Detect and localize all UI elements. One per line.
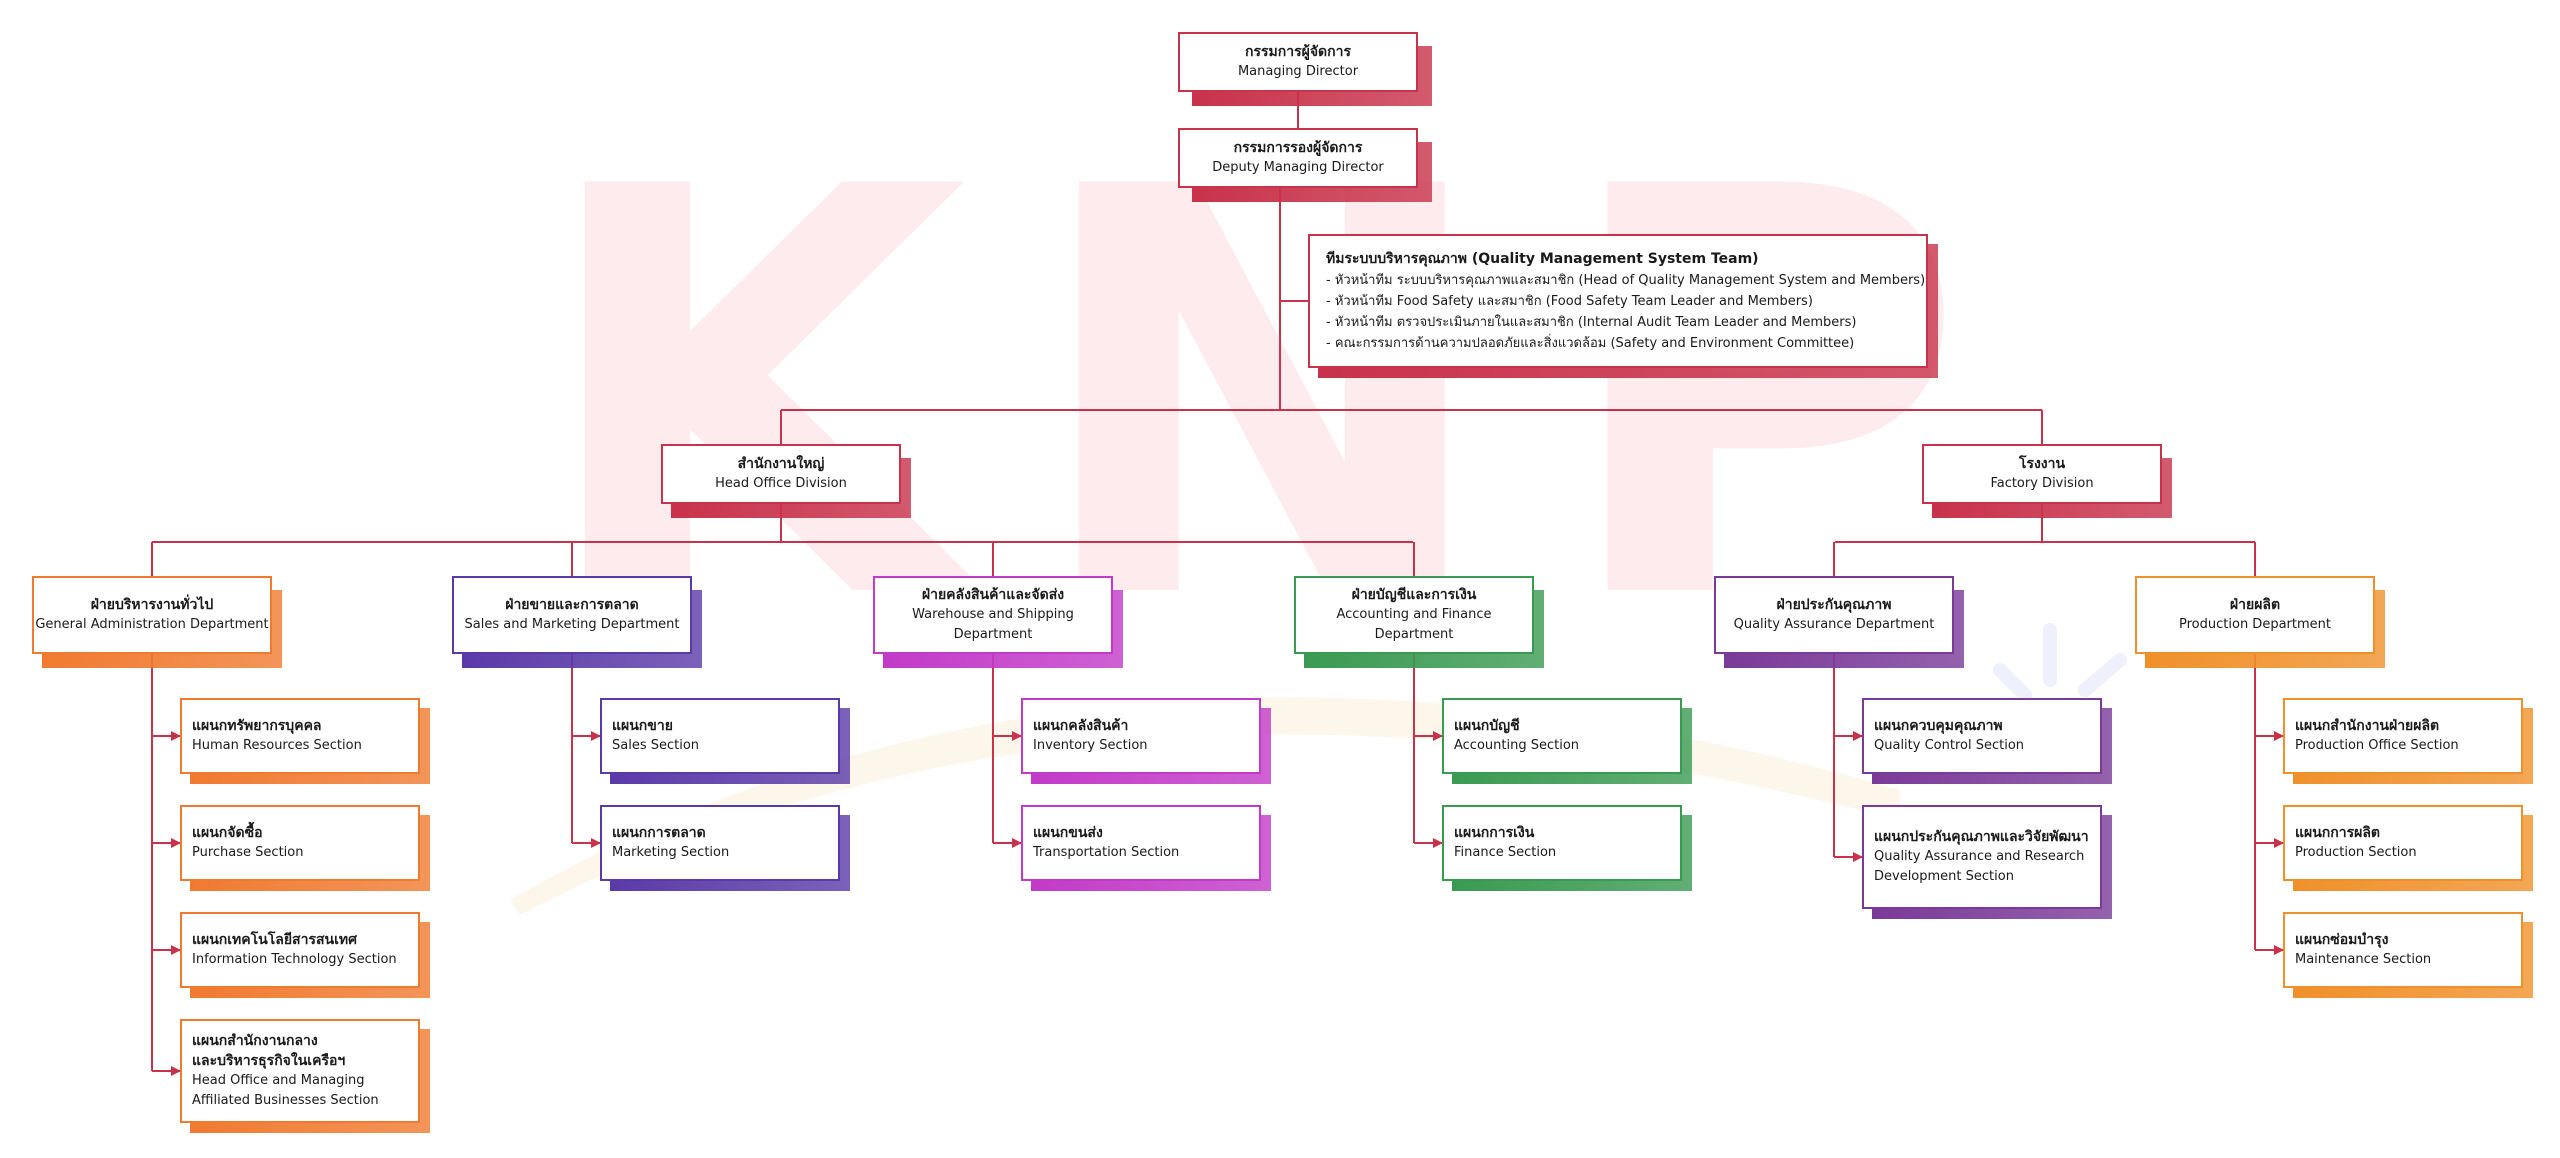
department-title-en: Quality Assurance Department bbox=[1733, 617, 1935, 632]
section-title-th: แผนกขนส่ง bbox=[1033, 825, 1103, 841]
section-title-en: Production Section bbox=[2295, 845, 2417, 860]
section-title-th: แผนกบัญชี bbox=[1454, 718, 1520, 734]
qms-item: - คณะกรรมการด้านความปลอดภัยและสิ่งแวดล้อ… bbox=[1326, 335, 1855, 351]
section-box[interactable]: แผนกขาย Sales Section bbox=[600, 698, 840, 774]
department-box-production[interactable]: ฝ่ายผลิต Production Department bbox=[2135, 576, 2375, 654]
managing-director-box[interactable]: กรรมการผู้จัดการ Managing Director bbox=[1178, 32, 1418, 92]
section-title-th: แผนกซ่อมบำรุง bbox=[2295, 932, 2389, 948]
section-title-en: Finance Section bbox=[1454, 845, 1557, 860]
section-title-en: Maintenance Section bbox=[2295, 952, 2432, 967]
section-title-en: Inventory Section bbox=[1033, 738, 1148, 753]
section-box[interactable]: แผนกสำนักงานฝ่ายผลิต Production Office Se… bbox=[2283, 698, 2523, 774]
section-title-en: Purchase Section bbox=[192, 845, 304, 860]
department-title-en: Accounting and Finance bbox=[1336, 607, 1492, 622]
section-box[interactable]: แผนกซ่อมบำรุง Maintenance Section bbox=[2283, 912, 2523, 988]
section-box[interactable]: แผนกบัญชี Accounting Section bbox=[1442, 698, 1682, 774]
department-box-general[interactable]: ฝ่ายบริหารงานทั่วไป General Administratio… bbox=[32, 576, 272, 654]
factory-en: Factory Division bbox=[1990, 476, 2094, 491]
department-box-quality[interactable]: ฝ่ายประกันคุณภาพ Quality Assurance Depart… bbox=[1714, 576, 1954, 654]
section-box[interactable]: แผนกควบคุมคุณภาพ Quality Control Section bbox=[1862, 698, 2102, 774]
decorative-sparkle bbox=[1993, 623, 2127, 702]
section-box[interactable]: แผนกประกันคุณภาพและวิจัยพัฒนา Quality Ass… bbox=[1862, 805, 2102, 909]
section-title-en: Head Office and Managing bbox=[192, 1073, 365, 1088]
section-title-en: Human Resources Section bbox=[192, 738, 362, 753]
qms-item: - หัวหน้าทีม ตรวจประเมินภายในและสมาชิก (… bbox=[1326, 314, 1857, 330]
department-title-en: Sales and Marketing Department bbox=[464, 617, 680, 632]
deputy-md-th: กรรมการรองผู้จัดการ bbox=[1233, 140, 1363, 156]
factory-box[interactable]: โรงงาน Factory Division bbox=[1922, 444, 2162, 504]
section-box[interactable]: แผนกเทคโนโลยีสารสนเทศ Information Technol… bbox=[180, 912, 420, 988]
qms-item: - หัวหน้าทีม Food Safety และสมาชิก (Food… bbox=[1326, 293, 1813, 309]
section-title-en: Quality Assurance and Research bbox=[1874, 849, 2085, 864]
section-title-th: แผนกการตลาด bbox=[612, 825, 706, 841]
section-title-en: Production Office Section bbox=[2295, 738, 2459, 753]
section-title-th: แผนกทรัพยากรบุคคล bbox=[192, 718, 322, 734]
section-title-th: แผนกเทคโนโลยีสารสนเทศ bbox=[192, 932, 357, 948]
section-title-en: Transportation Section bbox=[1033, 845, 1180, 860]
section-title-en: Quality Control Section bbox=[1874, 738, 2025, 753]
managing-director-th: กรรมการผู้จัดการ bbox=[1245, 44, 1351, 60]
section-title-th: แผนกประกันคุณภาพและวิจัยพัฒนา bbox=[1874, 829, 2089, 845]
section-box[interactable]: แผนกคลังสินค้า Inventory Section bbox=[1021, 698, 1261, 774]
section-title-th: แผนกสำนักงานฝ่ายผลิต bbox=[2295, 718, 2440, 734]
section-title-th: แผนกการผลิต bbox=[2295, 825, 2381, 841]
department-title-th: ฝ่ายคลังสินค้าและจัดส่ง bbox=[921, 587, 1065, 603]
section-title-en: Marketing Section bbox=[612, 845, 730, 860]
factory-th: โรงงาน bbox=[2018, 456, 2066, 472]
section-title-th: แผนกควบคุมคุณภาพ bbox=[1874, 718, 2003, 734]
section-box[interactable]: แผนกการเงิน Finance Section bbox=[1442, 805, 1682, 881]
department-box-accounting[interactable]: ฝ่ายบัญชีและการเงิน Accounting and Financ… bbox=[1294, 576, 1534, 654]
section-title-en: Affiliated Businesses Section bbox=[192, 1093, 379, 1108]
section-title-en: Accounting Section bbox=[1454, 738, 1580, 753]
head-office-th: สำนักงานใหญ่ bbox=[737, 456, 825, 472]
section-box[interactable]: แผนกทรัพยากรบุคคล Human Resources Section bbox=[180, 698, 420, 774]
department-box-sales[interactable]: ฝ่ายขายและการตลาด Sales and Marketing Dep… bbox=[452, 576, 692, 654]
section-box[interactable]: แผนกการตลาด Marketing Section bbox=[600, 805, 840, 881]
qms-team-box[interactable]: ทีมระบบบริหารคุณภาพ (Quality Management … bbox=[1308, 234, 1928, 368]
section-title-th: แผนกสำนักงานกลาง bbox=[192, 1033, 318, 1049]
managing-director-en: Managing Director bbox=[1237, 64, 1359, 79]
department-title-th: ฝ่ายประกันคุณภาพ bbox=[1776, 597, 1892, 613]
department-title-en: Department bbox=[1374, 627, 1454, 642]
qms-item: - หัวหน้าทีม ระบบบริหารคุณภาพและสมาชิก (… bbox=[1326, 272, 1926, 288]
deputy-md-en: Deputy Managing Director bbox=[1212, 160, 1384, 175]
deputy-md-box[interactable]: กรรมการรองผู้จัดการ Deputy Managing Direc… bbox=[1178, 128, 1418, 188]
qms-title: ทีมระบบบริหารคุณภาพ (Quality Management … bbox=[1326, 250, 1759, 267]
section-title-th: แผนกคลังสินค้า bbox=[1033, 718, 1129, 734]
section-box[interactable]: แผนกจัดซื้อ Purchase Section bbox=[180, 805, 420, 881]
section-title-th: และบริหารธุรกิจในเครือฯ bbox=[192, 1053, 346, 1069]
section-title-en: Sales Section bbox=[612, 738, 700, 753]
department-title-th: ฝ่ายบัญชีและการเงิน bbox=[1351, 587, 1477, 603]
head-office-box[interactable]: สำนักงานใหญ่ Head Office Division bbox=[661, 444, 901, 504]
section-title-th: แผนกขาย bbox=[612, 718, 673, 734]
department-title-en: Production Department bbox=[2179, 617, 2331, 632]
section-title-th: แผนกจัดซื้อ bbox=[192, 825, 263, 841]
department-title-en: General Administration Department bbox=[35, 617, 269, 632]
section-box[interactable]: แผนกการผลิต Production Section bbox=[2283, 805, 2523, 881]
department-box-warehouse[interactable]: ฝ่ายคลังสินค้าและจัดส่ง Warehouse and Shi… bbox=[873, 576, 1113, 654]
department-title-en: Department bbox=[953, 627, 1033, 642]
department-title-th: ฝ่ายบริหารงานทั่วไป bbox=[90, 597, 214, 613]
department-title-en: Warehouse and Shipping bbox=[912, 607, 1074, 622]
head-office-en: Head Office Division bbox=[715, 476, 847, 491]
section-title-en: Information Technology Section bbox=[192, 952, 397, 967]
section-title-th: แผนกการเงิน bbox=[1454, 825, 1535, 841]
section-box[interactable]: แผนกขนส่ง Transportation Section bbox=[1021, 805, 1261, 881]
section-title-en: Development Section bbox=[1874, 869, 2014, 884]
section-box[interactable]: แผนกสำนักงานกลางและบริหารธุรกิจในเครือฯ H… bbox=[180, 1019, 420, 1123]
department-title-th: ฝ่ายผลิต bbox=[2229, 597, 2281, 613]
department-title-th: ฝ่ายขายและการตลาด bbox=[505, 597, 639, 613]
